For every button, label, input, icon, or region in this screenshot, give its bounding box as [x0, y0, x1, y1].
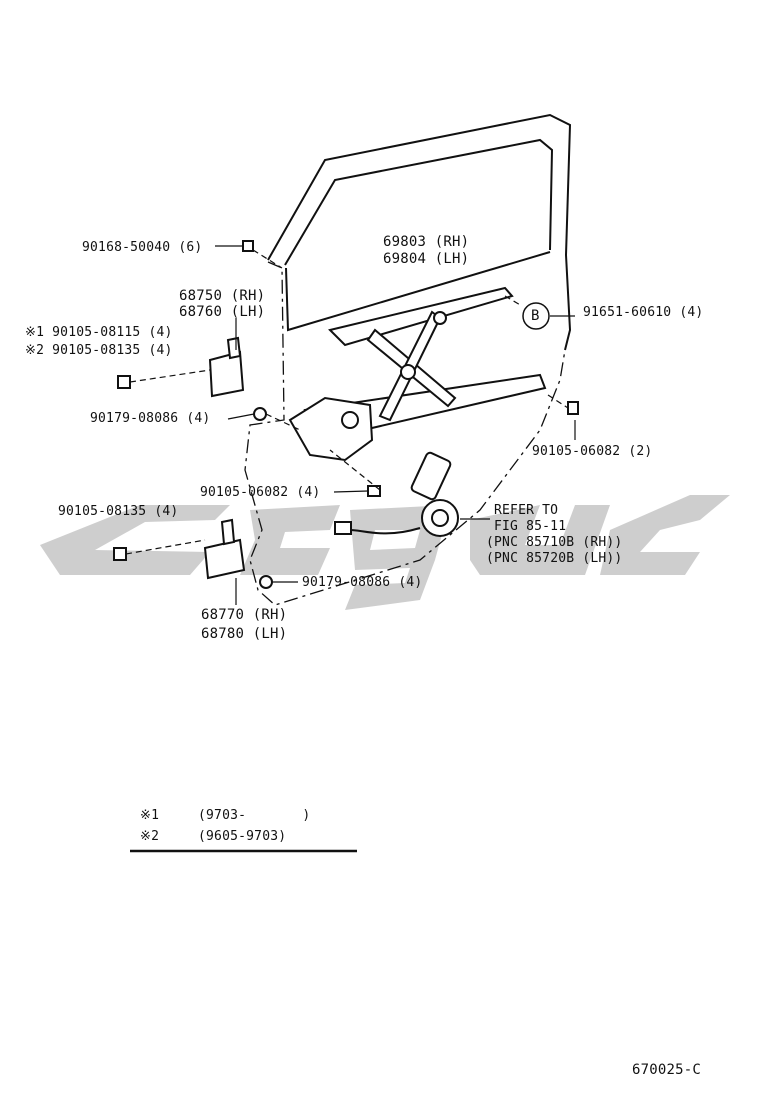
label-bolt-lower: 90105-08135 (4) — [58, 504, 179, 519]
note-1-range: (9703- ) — [198, 808, 311, 823]
watermark-logo — [40, 495, 730, 610]
label-nut-upper: 90179-08086 (4) — [90, 411, 211, 426]
label-regulator-lh: 69804 (LH) — [383, 251, 470, 267]
label-regulator-rh: 69803 (RH) — [383, 234, 470, 250]
label-refer-2: FIG 85-11 — [494, 519, 567, 534]
label-nut-lower: 90179-08086 (4) — [302, 575, 423, 590]
door-shell-dashed — [244, 261, 566, 606]
label-bolt-b: 91651-60610 (4) — [583, 305, 704, 320]
label-refer-1: REFER TO — [494, 503, 559, 518]
label-bolt-right: 90105-06082 (2) — [532, 444, 653, 459]
label-hinge-lower-rh: 68770 (RH) — [201, 607, 288, 623]
figure-code: 670025-C — [632, 1062, 702, 1078]
ref-b-circle — [522, 302, 550, 330]
label-hinge-upper-rh: 68750 (RH) — [179, 288, 266, 304]
note-2-mark: ※2 — [140, 829, 160, 844]
door-frame — [267, 113, 572, 351]
label-bolt-90168: 90168-50040 (6) — [82, 240, 203, 255]
note-2-range: (9605-9703) — [198, 829, 287, 844]
note-1-mark: ※1 — [140, 808, 160, 823]
label-bolt-mid: 90105-06082 (4) — [200, 485, 321, 500]
label-bolt-note1: ※1 90105-08115 (4) — [25, 325, 173, 340]
label-hinge-upper-lh: 68760 (LH) — [179, 304, 266, 320]
leader-lines — [125, 245, 576, 605]
lower-hinge — [203, 518, 246, 580]
label-bolt-note2: ※2 90105-08135 (4) — [25, 343, 173, 358]
label-ref-b: B — [531, 308, 540, 324]
window-regulator — [288, 286, 547, 462]
label-refer-4: (PNC 85720B (LH)) — [486, 551, 623, 566]
label-refer-3: (PNC 85710B (RH)) — [486, 535, 623, 550]
label-hinge-lower-lh: 68780 (LH) — [201, 626, 288, 642]
upper-hinge — [208, 336, 245, 398]
regulator-motor — [334, 451, 459, 537]
